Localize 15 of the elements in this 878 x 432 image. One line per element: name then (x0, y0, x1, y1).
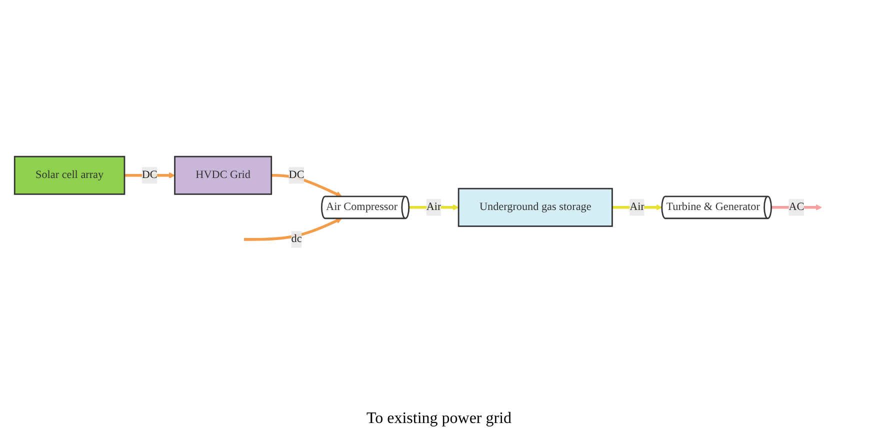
node-box: Underground gas storage (458, 188, 613, 227)
edge-label: DC (142, 168, 158, 181)
edge-label: AC (788, 200, 804, 213)
node-box: HVDC Grid (174, 156, 272, 195)
node-text: Air Compressor (326, 200, 398, 213)
edge-label: Air (630, 200, 644, 213)
arrow (244, 218, 342, 241)
edge-label: Air (426, 200, 442, 213)
node-text: Turbine & Generator (666, 200, 760, 213)
edge-label: DC (288, 168, 304, 181)
arrow (124, 172, 176, 178)
arrow (271, 174, 342, 197)
edge-label: dc (291, 232, 302, 245)
node-box: Solar cell array (14, 156, 126, 195)
note-text: To existing power grid (366, 410, 512, 428)
